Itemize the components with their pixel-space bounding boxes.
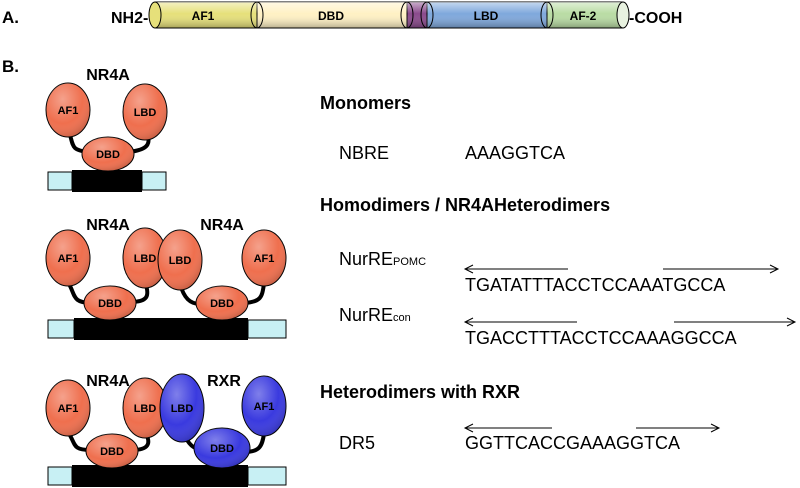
nr4a-lbd-shading-right <box>158 230 202 290</box>
half-site-arrow-right-pomc <box>663 264 780 274</box>
blob-label-af1-left: AF1 <box>58 253 79 265</box>
blob-label-lbd: LBD <box>134 107 157 119</box>
section-title-heterodimers-rxr: Heterodimers with RXR <box>320 382 520 402</box>
segment-end-left <box>148 1 162 29</box>
rxr-lbd-shading <box>160 374 204 442</box>
half-site-arrow-left-pomc <box>463 264 568 274</box>
blob-label-lbd-nr4a: LBD <box>134 403 157 415</box>
receptor-label-nr4a-right: NR4A <box>200 217 244 234</box>
nr4a-dbd-shading <box>82 137 134 171</box>
nr4a-af1-shading-right <box>242 230 286 286</box>
c-terminus-label: -COOH <box>629 10 682 27</box>
dna-flank-right <box>247 466 287 486</box>
nr4a-af1-shading <box>46 83 90 137</box>
blob-label-af1-rxr: AF1 <box>254 401 275 413</box>
section-title-monomers: Monomers <box>320 93 411 113</box>
nr4a-lbd-shading <box>123 378 167 438</box>
nr4a-af1-shading <box>46 380 90 436</box>
half-site-arrow-right-dr5 <box>636 423 721 433</box>
nr4a-af1-shading-left <box>46 230 90 286</box>
dna-response-element <box>72 170 142 192</box>
sequence-nurre-con: TGACCTTTACCTCCAAAGGCCA <box>465 328 737 348</box>
heterodimer-diagram: NR4A RXR AF1 LBD LBD AF1 DBD <box>45 373 287 487</box>
segment-divider-af1-dbd <box>250 1 264 29</box>
rxr-af1-shading <box>242 376 286 436</box>
blob-label-af1: AF1 <box>58 105 79 117</box>
dna-flank-left <box>47 466 73 486</box>
dna-flank-left <box>47 171 73 191</box>
segment-divider-dbd-hinge <box>400 1 414 29</box>
panel-a: A. NH2- AF1 DBD LBD AF-2 -COOH <box>2 1 682 29</box>
element-subscript-con: con <box>393 312 411 324</box>
blob-label-lbd-right: LBD <box>169 255 192 267</box>
dna-flank-right <box>141 171 167 191</box>
sequence-dr5: GGTTCACCGAAAGGTCA <box>465 433 680 453</box>
segment-end-cap <box>616 1 630 29</box>
section-title-homodimers: Homodimers / NR4AHeterodimers <box>320 195 610 215</box>
domain-bar <box>148 1 630 29</box>
nr4a-dbd-shading-left <box>84 286 136 320</box>
blob-label-dbd-right: DBD <box>210 298 234 310</box>
homodimer-diagram: NR4A NR4A AF1 LBD LBD AF1 DBD <box>45 217 287 340</box>
sequence-nbre: AAAGGTCA <box>465 143 565 163</box>
half-site-arrow-right-con <box>674 317 797 327</box>
element-name-nurre-con: NurREcon <box>339 305 411 325</box>
domain-label-lbd: LBD <box>474 9 499 23</box>
receptor-label-nr4a: NR4A <box>86 373 130 390</box>
blob-label-af1-nr4a: AF1 <box>58 403 79 415</box>
panel-a-letter: A. <box>2 8 19 27</box>
dna-flank-left <box>47 319 75 339</box>
blob-label-lbd-left: LBD <box>134 253 157 265</box>
panel-b: B. NR4A AF1 LBD DBD NR4A NR4A <box>2 57 797 487</box>
receptor-label-nr4a-left: NR4A <box>86 217 130 234</box>
blob-label-dbd: DBD <box>96 149 120 161</box>
monomer-diagram: NR4A AF1 LBD DBD <box>45 67 168 192</box>
domain-label-af1: AF1 <box>192 9 215 23</box>
blob-label-af1-right: AF1 <box>254 253 275 265</box>
sequence-nurre-pomc: TGATATTTACCTCCAAATGCCA <box>465 275 725 295</box>
nr4a-dbd-shading-right <box>196 286 248 320</box>
dna-flank-right <box>247 319 287 339</box>
element-subscript-pomc: POMC <box>393 256 426 268</box>
element-name-nurre-pomc: NurREPOMC <box>339 249 426 269</box>
n-terminus-label: NH2- <box>111 10 148 27</box>
nr4a-lbd-shading-left <box>123 228 167 288</box>
blob-label-lbd-rxr: LBD <box>171 403 194 415</box>
receptor-label-nr4a: NR4A <box>86 67 130 84</box>
domain-bar-shading <box>155 2 623 28</box>
blob-label-dbd-rxr: DBD <box>210 443 234 455</box>
segment-divider-lbd-af2 <box>540 1 554 29</box>
half-site-arrow-left-dr5 <box>463 423 552 433</box>
dna-response-element <box>74 318 248 340</box>
segment-divider-hinge-lbd <box>420 1 434 29</box>
panel-b-letter: B. <box>2 57 19 76</box>
domain-label-dbd: DBD <box>318 9 344 23</box>
blob-label-dbd-left: DBD <box>98 298 122 310</box>
nr4a-dbd-shading <box>86 434 138 468</box>
nr4a-lbd-shading <box>123 84 167 140</box>
domain-label-af2: AF-2 <box>570 9 597 23</box>
rxr-dbd-shading <box>194 428 250 468</box>
element-name-nbre: NBRE <box>339 143 389 163</box>
dna-response-element <box>72 465 248 487</box>
response-elements: Monomers NBRE AAAGGTCA Homodimers / NR4A… <box>320 93 797 453</box>
receptor-label-rxr: RXR <box>207 373 241 390</box>
element-name-dr5: DR5 <box>339 433 375 453</box>
blob-label-dbd-nr4a: DBD <box>100 446 124 458</box>
half-site-arrow-left-con <box>463 317 577 327</box>
